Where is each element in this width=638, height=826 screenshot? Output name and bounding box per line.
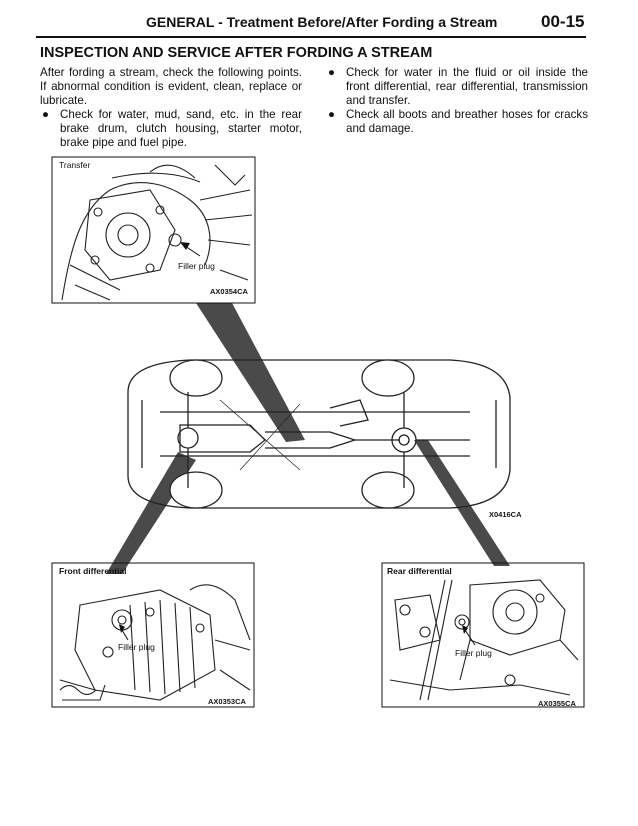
bullet-icon: ● — [328, 107, 336, 121]
check-item: ● Check for water, mud, sand, etc. in th… — [40, 108, 302, 150]
transfer-figure-code: AX0354CA — [210, 287, 248, 296]
rear-diff-figure-title: Rear differential — [387, 566, 452, 576]
check-item-text: Check all boots and breather hoses for c… — [346, 107, 588, 135]
page-header-title: GENERAL - Treatment Before/After Fording… — [146, 14, 498, 30]
transfer-figure-title: Transfer — [59, 160, 91, 170]
page-number: 00-15 — [541, 12, 585, 31]
check-item-text: Check for water in the fluid or oil insi… — [346, 66, 588, 107]
rear-diff-filler-plug-label: Filler plug — [455, 648, 492, 658]
rear-diff-pointer-wedge — [414, 440, 510, 566]
check-item-text: Check for water, mud, sand, etc. in the … — [60, 107, 302, 149]
transfer-filler-plug-label: Filler plug — [178, 261, 215, 271]
bullet-icon: ● — [328, 66, 336, 79]
check-item: ● Check all boots and breather hoses for… — [326, 108, 588, 136]
underbody-figure-code: X0416CA — [489, 510, 522, 519]
intro-paragraph: After fording a stream, check the follow… — [40, 66, 302, 107]
transfer-pointer-wedge — [196, 303, 305, 442]
transfer-figure — [51, 156, 256, 304]
bullet-icon: ● — [42, 107, 50, 121]
left-text-column: After fording a stream, check the follow… — [40, 66, 302, 149]
front-diff-filler-plug-label: Filler plug — [118, 642, 155, 652]
check-item: ● Check for water in the fluid or oil in… — [326, 66, 588, 108]
right-text-column: ● Check for water in the fluid or oil in… — [326, 66, 588, 136]
underbody-figure — [127, 359, 511, 509]
front-diff-figure-code: AX0353CA — [208, 697, 246, 706]
front-diff-figure — [51, 562, 255, 708]
rear-diff-figure-code: AX0355CA — [538, 699, 576, 708]
front-diff-pointer-wedge — [106, 452, 196, 574]
header-rule — [36, 36, 586, 38]
section-title: INSPECTION AND SERVICE AFTER FORDING A S… — [40, 45, 433, 61]
rear-diff-figure — [381, 562, 585, 708]
front-diff-figure-title: Front differential — [59, 566, 127, 576]
